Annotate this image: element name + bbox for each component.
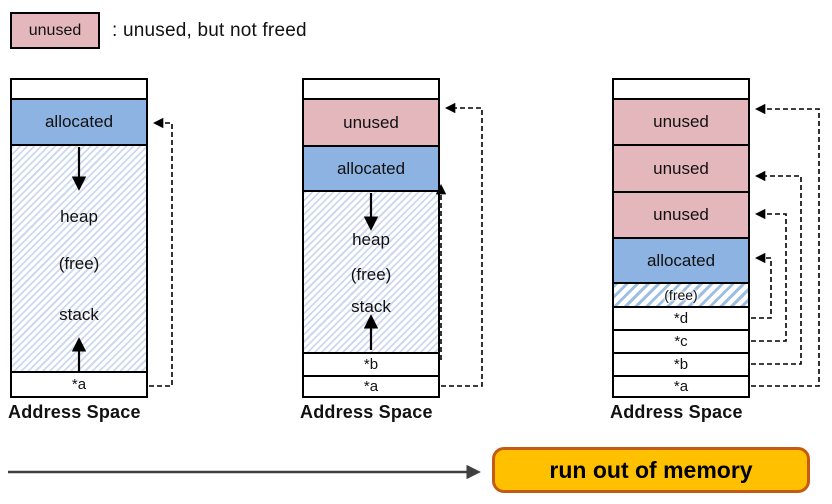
allocated-segment: allocated [614, 237, 748, 282]
pointer-label: *d [673, 310, 689, 327]
unused-segment-3: unused [614, 191, 748, 237]
legend-swatch-label: unused [28, 21, 82, 39]
allocated-label: allocated [646, 250, 716, 270]
reserved-segment [304, 80, 438, 98]
pointer-label: *b [363, 356, 379, 373]
unused-label: unused [653, 158, 709, 178]
pointer-row-b: *b [614, 352, 748, 375]
reserved-segment [614, 80, 748, 98]
pointer-label: *a [71, 376, 87, 393]
heap-free-segment: heap (free) stack [12, 144, 146, 371]
pointer-row-c: *c [614, 329, 748, 352]
column-2-title: Address Space [300, 402, 433, 422]
legend-unused-swatch: unused [10, 12, 100, 49]
address-space-column-2: unused allocated heap (free) stack *b *a [302, 78, 440, 398]
pointer-b-arrow [751, 170, 802, 365]
allocated-label: allocated [336, 158, 406, 178]
column-3-title: Address Space [610, 402, 743, 422]
pointer-label: *a [673, 378, 689, 395]
pointer-row-b: *b [304, 352, 438, 375]
unused-label: unused [343, 112, 399, 132]
result-label: run out of memory [549, 456, 753, 483]
pointer-d-arrow [751, 252, 772, 319]
stack-label: stack [351, 297, 391, 316]
unused-label: unused [653, 112, 709, 131]
heap-free-segment: heap (free) stack [304, 190, 438, 352]
legend-description: : unused, but not freed [112, 19, 307, 41]
free-label: (free) [58, 254, 100, 273]
pointer-a-arrow [751, 103, 820, 387]
address-space-column-3: unused unused unused allocated (free) *d… [612, 78, 750, 398]
unused-segment-2: unused [614, 144, 748, 191]
run-out-of-memory-box: run out of memory [492, 447, 810, 493]
pointer-label: *c [674, 333, 688, 350]
pointer-a-arrow [441, 102, 483, 387]
allocated-segment: allocated [304, 145, 438, 190]
allocated-segment: allocated [12, 98, 146, 144]
free-label: (free) [350, 265, 392, 284]
pointer-c-arrow [751, 208, 787, 342]
unused-segment-1: unused [614, 98, 748, 144]
pointer-row-d: *d [614, 306, 748, 329]
pointer-a-arrow [149, 117, 173, 387]
heap-label: heap [352, 230, 390, 249]
free-label: (free) [664, 287, 698, 303]
pointer-row-a: *a [12, 371, 146, 396]
unused-segment: unused [304, 98, 438, 145]
column-1-title: Address Space [8, 402, 141, 422]
free-segment: (free) [614, 282, 748, 306]
heap-label: heap [60, 207, 98, 226]
pointer-label: *a [363, 378, 379, 395]
address-space-column-1: allocated heap (free) stack *a [10, 78, 148, 398]
stack-label: stack [59, 305, 99, 324]
pointer-row-a: *a [304, 375, 438, 396]
allocated-label: allocated [44, 112, 114, 131]
reserved-segment [12, 80, 146, 98]
unused-label: unused [653, 205, 709, 224]
pointer-row-a: *a [614, 375, 748, 396]
pointer-label: *b [673, 356, 689, 373]
